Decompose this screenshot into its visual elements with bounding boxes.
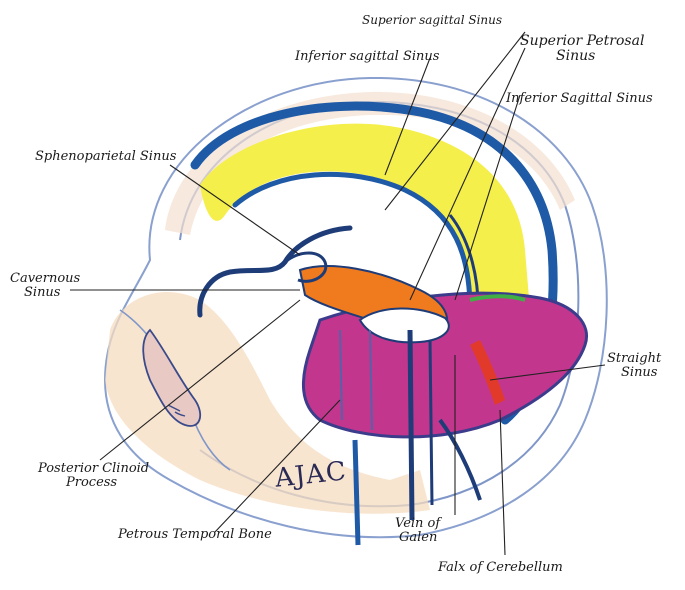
label-inferior-sagittal-sinus-top: Inferior sagittal Sinus <box>295 49 440 64</box>
vertical-lines-petrous <box>339 329 373 431</box>
label-sphenoparietal-sinus: Sphenoparietal Sinus <box>35 149 177 164</box>
falx-cerebelli-vessel <box>438 418 482 501</box>
inferior-sagittal-sinus <box>232 171 473 313</box>
green-band <box>469 294 526 302</box>
skull-base-bone <box>105 291 430 514</box>
label-posterior-clinoid-process: Posterior Clinoid Process <box>38 461 150 490</box>
label-petrous-temporal-bone: Petrous Temporal Bone <box>118 527 272 542</box>
label-superior-sagittal-sinus: Superior sagittal Sinus <box>362 13 503 27</box>
clinoid-sketch <box>142 328 202 427</box>
sphenoparietal-sinus <box>197 225 353 318</box>
left-vertical-vessel <box>352 439 361 546</box>
label-cavernous-sinus: Cavernous Sinus <box>10 271 81 300</box>
clinoid-dots <box>167 404 186 417</box>
tentorial-notch <box>358 307 450 344</box>
label-vein-of-galen: Vein of Galen <box>395 516 441 545</box>
label-falx-of-cerebellum: Falx of Cerebellum <box>438 560 563 575</box>
label-inferior-sagittal-sinus-right: Inferior Sagittal Sinus <box>506 91 653 106</box>
label-straight-sinus: Straight Sinus <box>607 351 662 380</box>
skull-outline <box>103 76 608 539</box>
falx-cerebri <box>200 123 530 385</box>
label-superior-petrosal-sinus: Superior Petrosal Sinus <box>520 33 645 64</box>
straight-sinus <box>470 340 505 405</box>
midline-vessel <box>428 339 434 506</box>
vein-of-galen-vessel <box>407 329 415 521</box>
leader-lines <box>70 31 606 556</box>
